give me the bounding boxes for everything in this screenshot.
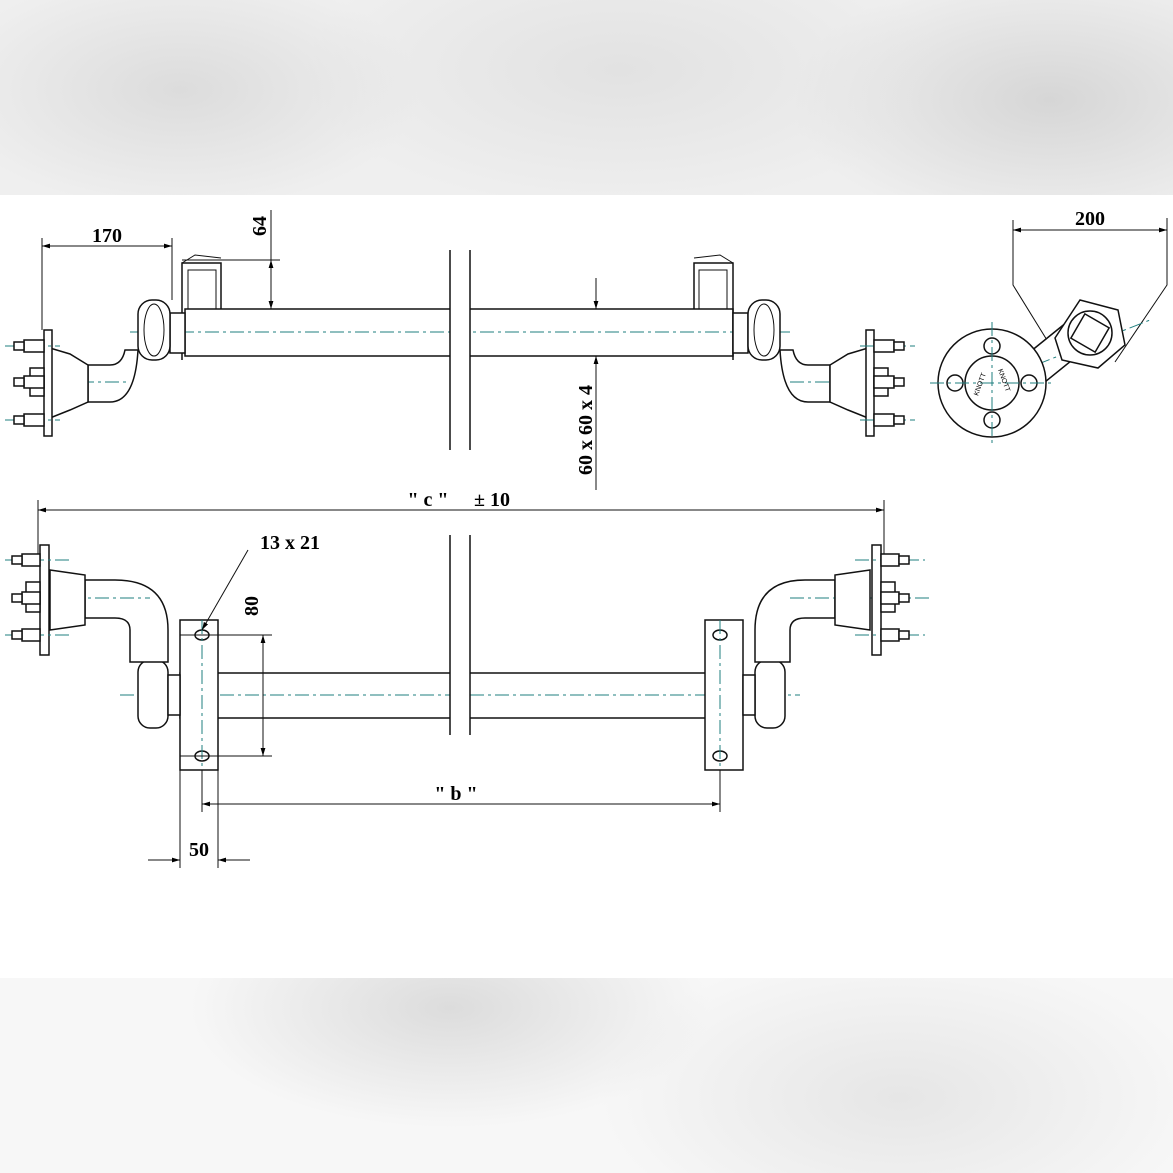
- torsion-element-right-plan: [754, 659, 786, 729]
- top-view: 170 64 60 x 60 x 4: [5, 210, 915, 490]
- swing-arm-left-plan: [84, 579, 169, 663]
- mounting-plate-right: [704, 619, 744, 771]
- hub-flange-side: KNOTT KNOTT: [930, 322, 1055, 445]
- wheel-stud-left-1: [13, 339, 45, 353]
- dimension-tube: 60 x 60 x 4: [575, 278, 599, 490]
- dimension-label-170: 170: [92, 225, 122, 247]
- torsion-element-right: [732, 299, 781, 361]
- wheel-stud-right-2: [873, 375, 905, 389]
- dimension-label-b: " b ": [434, 783, 477, 805]
- torsion-element-left-plan: [137, 659, 169, 729]
- mounting-bracket-right: [693, 254, 734, 360]
- wheel-stud-left-2: [13, 375, 45, 389]
- dimension-label-c: " c ": [407, 489, 448, 511]
- dimension-label-c-tolerance: ± 10: [474, 489, 510, 511]
- dimension-label-tube: 60 x 60 x 4: [575, 385, 597, 475]
- mounting-plate-left: [179, 619, 219, 771]
- wheel-hub-right-plan: [834, 544, 925, 656]
- swing-arm-right-plan: [754, 579, 836, 663]
- plan-view: " c " ± 10: [5, 489, 930, 868]
- side-view: 200 KNOTT KNOTT: [930, 208, 1168, 445]
- dimension-label-slot: 13 x 21: [260, 532, 320, 554]
- wheel-hub-left-plan: [5, 544, 86, 656]
- torsion-element-left: [137, 299, 186, 361]
- dimension-label-200: 200: [1075, 208, 1105, 230]
- background-band-top: [0, 0, 1173, 195]
- dimension-64: 64: [182, 210, 280, 310]
- background-band-bottom: [0, 978, 1173, 1173]
- dimension-label-64: 64: [249, 216, 271, 236]
- dimension-label-80: 80: [241, 596, 263, 616]
- square-tube-section: [1054, 299, 1126, 369]
- dimension-170: 170: [41, 225, 173, 330]
- wheel-hub-left: [5, 329, 89, 437]
- dimension-label-50: 50: [189, 839, 209, 861]
- wheel-stud-left-3: [13, 413, 45, 427]
- wheel-hub-right: [829, 329, 915, 437]
- wheel-stud-right-3: [873, 413, 905, 427]
- wheel-stud-right-1: [873, 339, 905, 353]
